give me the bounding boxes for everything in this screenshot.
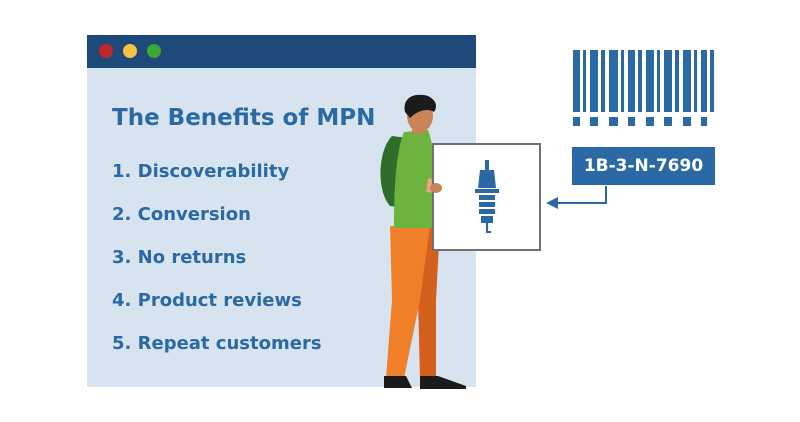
arrow-left-icon bbox=[546, 186, 607, 209]
spark-plug-icon bbox=[475, 160, 499, 233]
benefit-item: 4. Product reviews bbox=[112, 290, 302, 311]
page-title: The Benefits of MPN bbox=[112, 105, 376, 131]
benefit-item: 3. No returns bbox=[112, 247, 247, 268]
person-illustration bbox=[380, 94, 466, 389]
window-titlebar bbox=[87, 35, 476, 68]
benefit-item: 2. Conversion bbox=[112, 204, 251, 225]
barcode-icon bbox=[573, 50, 714, 126]
maximize-dot-icon[interactable] bbox=[147, 44, 161, 58]
benefit-item: 5. Repeat customers bbox=[112, 333, 322, 354]
product-card bbox=[430, 143, 541, 251]
benefits-list: 1. Discoverability 2. Conversion 3. No r… bbox=[112, 161, 322, 376]
minimize-dot-icon[interactable] bbox=[123, 44, 137, 58]
close-dot-icon[interactable] bbox=[99, 44, 113, 58]
benefit-item: 1. Discoverability bbox=[112, 161, 290, 182]
mpn-code-label: 1B-3-N-7690 bbox=[572, 147, 715, 185]
